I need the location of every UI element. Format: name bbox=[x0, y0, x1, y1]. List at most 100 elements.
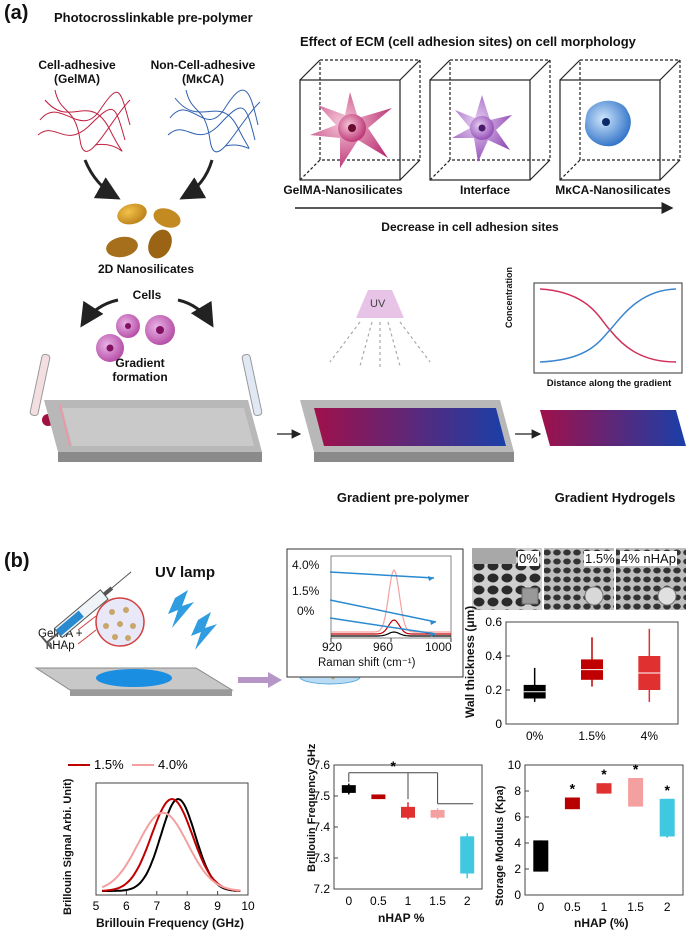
cube-mkca bbox=[559, 59, 681, 181]
box-1 bbox=[401, 806, 415, 818]
x-tick-label: 10 bbox=[241, 899, 255, 913]
x-tick-label: 4% bbox=[641, 729, 659, 743]
x-tick-label: 1.5 bbox=[627, 900, 644, 914]
sem-label-15: 1.5% bbox=[584, 551, 616, 566]
setup-illustration bbox=[34, 571, 282, 696]
raman-tick-960: 960 bbox=[373, 640, 394, 654]
y-tick-label: 7.2 bbox=[313, 882, 330, 896]
raman-arrowhead-0 bbox=[428, 576, 434, 581]
raman-arrow-2 bbox=[329, 617, 437, 635]
significance-star: * bbox=[633, 761, 639, 777]
y-tick-label: 0.2 bbox=[485, 683, 502, 697]
cube-label-gelma: GelMA-Nanosilicates bbox=[283, 183, 403, 197]
y-tick-label: 7.5 bbox=[313, 789, 330, 803]
round-cell-blue-icon bbox=[584, 100, 631, 147]
decrease-label: Decrease in cell adhesion sites bbox=[381, 220, 559, 234]
x-tick-label: 8 bbox=[184, 899, 191, 913]
x-tick-label: 0 bbox=[345, 894, 352, 908]
uv-lamp-label: UV lamp bbox=[155, 564, 216, 581]
uv-lamp-icon bbox=[329, 290, 431, 368]
x-tick-label: 5 bbox=[93, 899, 100, 913]
x-tick-label: 1 bbox=[601, 900, 608, 914]
box-0 bbox=[341, 785, 356, 793]
x-tick-label: 9 bbox=[214, 899, 221, 913]
raman-arrow-1 bbox=[329, 599, 437, 623]
cube-interface bbox=[429, 59, 551, 181]
raman-arrowhead-2 bbox=[430, 632, 436, 637]
x-tick-label: 1.5 bbox=[429, 894, 446, 908]
box-2 bbox=[659, 798, 675, 837]
gradient-hydrogel-icon bbox=[540, 410, 686, 446]
cube-gelma bbox=[299, 59, 421, 181]
y-tick-label: 2 bbox=[514, 862, 521, 876]
x-tick-label: 1 bbox=[405, 894, 412, 908]
gradient-hydrogels-label: Gradient Hydrogels bbox=[554, 490, 676, 505]
sm-xlabel: nHAP (%) bbox=[574, 916, 629, 930]
y-tick-label: 7.6 bbox=[313, 758, 330, 772]
significance-star: * bbox=[390, 758, 396, 774]
y-tick-label: 0 bbox=[514, 888, 521, 902]
x-tick-label: 2 bbox=[464, 894, 471, 908]
concentration-plot bbox=[533, 282, 683, 374]
cell-adhesive-label: Cell-adhesive(GelMA) bbox=[38, 58, 116, 86]
raman-label-15: 1.5% bbox=[292, 584, 320, 598]
significance-star: * bbox=[664, 782, 670, 798]
y-tick-label: 4 bbox=[514, 836, 521, 850]
box-0 bbox=[533, 840, 549, 872]
x-tick-label: 2 bbox=[664, 900, 671, 914]
box-0.5 bbox=[564, 797, 580, 810]
raman-series-2 bbox=[331, 568, 451, 633]
spread-cell-purple-icon bbox=[452, 95, 512, 162]
non-cell-adhesive-label: Non-Cell-adhesive(MκCA) bbox=[150, 58, 256, 86]
cells-label: Cells bbox=[132, 288, 162, 302]
bsig-ylabel: Brillouin Signal Arbi. Unit) bbox=[62, 778, 74, 915]
y-tick-label: 0.6 bbox=[485, 615, 502, 629]
panel-b-label: (b) bbox=[4, 550, 30, 572]
nhap-particles-icon bbox=[77, 597, 145, 647]
raman-label-0: 0% bbox=[297, 604, 315, 618]
box-2 bbox=[460, 836, 475, 874]
concentration-axis-label: Concentration bbox=[504, 266, 514, 328]
y-tick-label: 0 bbox=[495, 717, 502, 731]
panel-a-illustration bbox=[29, 59, 686, 462]
plot-frame bbox=[95, 782, 249, 896]
bsig-xlabel: Brillouin Frequency (GHz) bbox=[96, 916, 245, 930]
y-tick-label: 6 bbox=[514, 810, 521, 824]
legend-label-1: 1.5% bbox=[94, 757, 124, 772]
brillouin-signal-chart: 56789100%1.5%4.0% bbox=[68, 757, 255, 913]
wall-ylabel: Wall thickness (μm) bbox=[463, 605, 477, 718]
substrate-slab-gradient bbox=[300, 400, 514, 462]
significance-star: * bbox=[570, 781, 576, 797]
glass-slide-icon bbox=[34, 667, 234, 696]
sm-ylabel: Storage Modulus (Kpa) bbox=[494, 785, 506, 906]
prepolymer-title: Photocrosslinkable pre-polymer bbox=[54, 10, 253, 25]
y-tick-label: 7.3 bbox=[313, 851, 330, 865]
nanosilicate-disks-icon bbox=[106, 203, 181, 259]
y-tick-label: 10 bbox=[508, 758, 522, 772]
x-tick-label: 0.5 bbox=[370, 894, 387, 908]
nanosilicates-label: 2D Nanosilicates bbox=[97, 262, 195, 276]
sem-label-4: 4% nHAp bbox=[620, 551, 677, 566]
substrate-slab-empty bbox=[44, 400, 262, 462]
raman-arrowhead-1 bbox=[430, 620, 436, 625]
x-tick-label: 0% bbox=[526, 729, 544, 743]
raman-arrow-0 bbox=[329, 571, 435, 579]
box-0.5 bbox=[371, 794, 386, 800]
gelma-polymer-icon bbox=[37, 89, 131, 152]
signal-series-2 bbox=[101, 811, 241, 892]
box-1.5 bbox=[628, 778, 644, 807]
panel-a-label: (a) bbox=[4, 2, 29, 24]
plot-frame bbox=[505, 621, 679, 725]
distance-axis-label: Distance along the gradient bbox=[546, 378, 672, 389]
wall-thickness-chart: 00.20.40.60%1.5%4% bbox=[485, 615, 679, 743]
bfreq-ylabel: Brillouin Frequency GHz bbox=[306, 743, 318, 872]
raman-chart bbox=[286, 548, 464, 678]
mkca-polymer-icon bbox=[167, 89, 261, 153]
bfreq-xlabel: nHAP % bbox=[378, 911, 425, 925]
plot-frame bbox=[524, 764, 684, 896]
lightning-icon bbox=[168, 590, 217, 650]
x-tick-label: 0.5 bbox=[564, 900, 581, 914]
uv-label: UV bbox=[370, 298, 386, 310]
